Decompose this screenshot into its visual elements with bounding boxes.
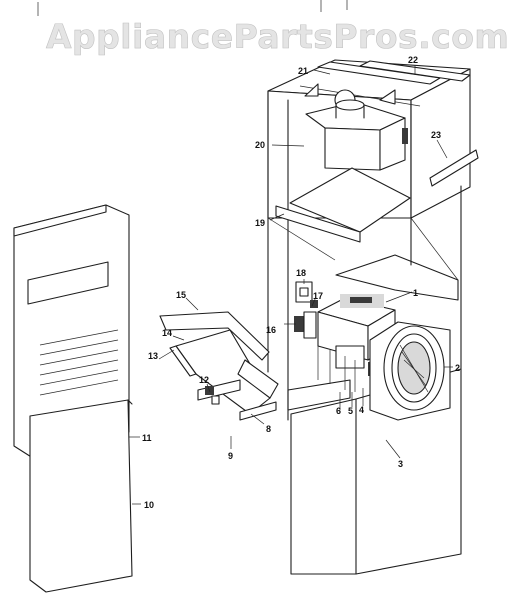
callout-3: 3	[398, 459, 403, 469]
edge-marks	[37, 0, 348, 16]
callout-15: 15	[176, 290, 186, 300]
callout-16: 16	[266, 325, 276, 335]
callout-4: 4	[359, 405, 364, 415]
callout-14: 14	[162, 328, 172, 338]
callout-10: 10	[144, 500, 154, 510]
part-19-panel	[275, 167, 411, 243]
callout-22: 22	[408, 55, 418, 65]
callout-6: 6	[336, 406, 341, 416]
callout-8: 8	[266, 424, 271, 434]
watermark-text: AppliancePartsPros.com	[46, 17, 509, 56]
part-20-flue-box	[305, 99, 408, 171]
callout-2: 2	[455, 363, 460, 373]
callout-13: 13	[148, 351, 158, 361]
callout-18: 18	[296, 268, 306, 278]
callout-1: 1	[413, 288, 418, 298]
part-2-blower	[369, 321, 451, 421]
mounting-hardware	[159, 311, 279, 421]
callout-11: 11	[142, 433, 152, 443]
callout-12: 12	[199, 375, 209, 385]
door-louvers	[39, 329, 119, 396]
upper-door	[13, 204, 130, 461]
lower-door	[29, 399, 133, 593]
callout-20: 20	[255, 140, 265, 150]
callout-21: 21	[298, 66, 308, 76]
controls-assembly	[294, 281, 396, 392]
callout-23: 23	[431, 130, 441, 140]
part-23-strip	[429, 149, 479, 187]
callout-9: 9	[228, 451, 233, 461]
callout-5: 5	[348, 406, 353, 416]
callout-19: 19	[255, 218, 265, 228]
leader-lines	[129, 65, 453, 505]
callout-17: 17	[313, 291, 323, 301]
callout-labels: 1 2 3 4 5 6 8 9 10 11 12 13 14 15 16 17 …	[142, 55, 460, 510]
